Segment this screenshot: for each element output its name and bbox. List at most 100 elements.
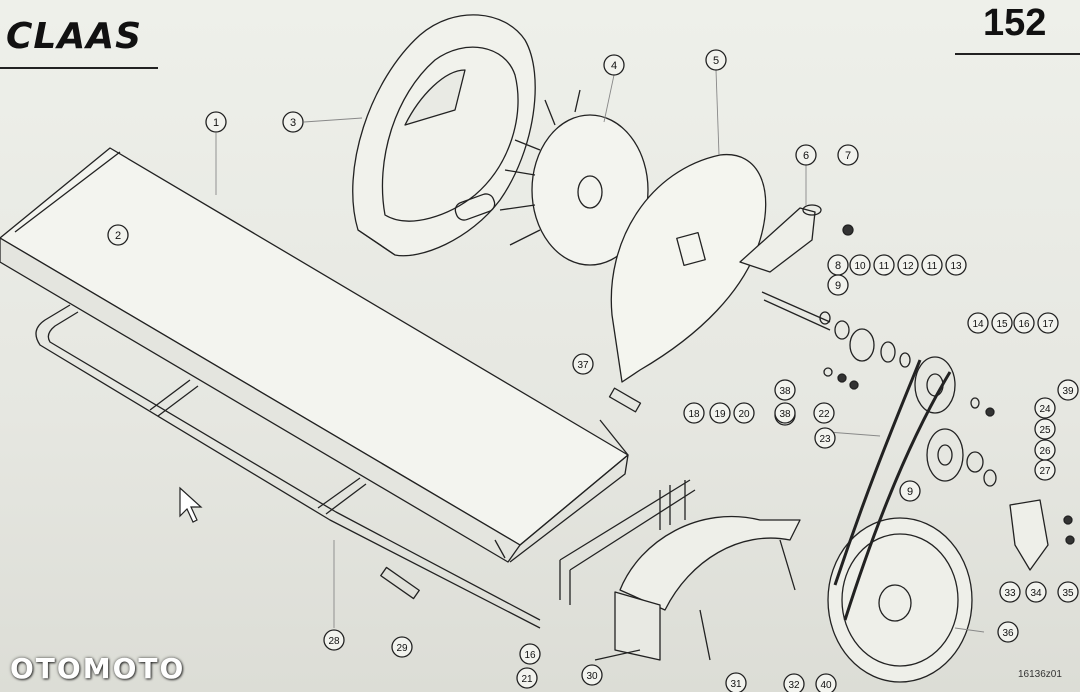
callout-circle	[1034, 397, 1056, 419]
callout-circle	[282, 111, 304, 133]
callout-16: 16	[519, 643, 541, 665]
watermark: OTOMOTO	[10, 652, 186, 685]
callout-circle	[783, 673, 805, 692]
callout-circle	[991, 312, 1013, 334]
callout-label: 35	[1062, 588, 1074, 599]
callout-circle	[1013, 312, 1035, 334]
callout-label: 21	[521, 674, 533, 685]
callout-circle	[849, 254, 871, 276]
pulley-drive	[827, 356, 1075, 683]
callout-circle	[1025, 581, 1047, 603]
callout-circle	[1034, 459, 1056, 481]
callout-30: 30	[581, 664, 603, 686]
callout-31: 31	[725, 672, 747, 692]
callout-label: 26	[1039, 446, 1051, 457]
callout-label: 9	[835, 280, 841, 292]
callout-circle	[827, 274, 849, 296]
callout-29: 29	[391, 636, 413, 658]
brand-logo: CLAAS	[6, 16, 143, 57]
callout-16: 16	[1013, 312, 1035, 334]
callout-label: 9	[907, 486, 913, 498]
callout-3: 3	[282, 111, 304, 133]
callout-label: 37	[577, 360, 589, 371]
callout-circle	[581, 664, 603, 686]
callout-circle	[205, 111, 227, 133]
callout-label: 34	[1030, 588, 1042, 599]
callout-19: 19	[709, 402, 731, 424]
fan-housing	[352, 14, 536, 257]
callout-label: 20	[738, 409, 750, 420]
callout-label: 16	[1018, 319, 1030, 330]
callout-circle	[725, 672, 747, 692]
callout-circle	[683, 402, 705, 424]
callout-23: 23	[814, 427, 836, 449]
callout-15: 15	[991, 312, 1013, 334]
callout-18: 18	[683, 402, 705, 424]
callout-label: 39	[1062, 386, 1074, 397]
callout-label: 38	[779, 409, 791, 420]
callout-circle	[733, 402, 755, 424]
callout-circle	[1037, 312, 1059, 334]
callout-4: 4	[603, 54, 625, 76]
callout-label: 16	[524, 650, 536, 661]
callout-circle	[391, 636, 413, 658]
callout-38: 38	[774, 402, 796, 424]
callout-label: 19	[714, 409, 726, 420]
callout-circle	[603, 54, 625, 76]
callout-38: 38	[774, 379, 796, 401]
callout-label: 24	[1039, 404, 1051, 415]
callout-circle	[1057, 581, 1079, 603]
callout-circle	[813, 402, 835, 424]
callout-label: 1	[213, 117, 219, 129]
callout-label: 11	[927, 261, 938, 272]
callout-27: 27	[1034, 459, 1056, 481]
callout-circle	[1057, 379, 1079, 401]
callout-label: 30	[586, 671, 598, 682]
callout-label: 13	[950, 261, 962, 272]
callout-label: 25	[1039, 425, 1051, 436]
callout-circle	[945, 254, 967, 276]
callout-8: 8	[827, 254, 849, 276]
shaft-assembly	[739, 204, 911, 390]
callout-33: 33	[999, 581, 1021, 603]
callout-28: 28	[323, 629, 345, 651]
callout-circle	[705, 49, 727, 71]
callout-2: 2	[107, 224, 129, 246]
callout-circle	[899, 480, 921, 502]
callout-label: 31	[730, 679, 742, 690]
callout-24: 24	[1034, 397, 1056, 419]
callout-label: 32	[788, 680, 800, 691]
callout-circle	[897, 254, 919, 276]
callout-37: 37	[572, 353, 594, 375]
callout-1: 1	[205, 111, 227, 133]
callout-circle	[516, 667, 538, 689]
support-frame	[35, 304, 541, 629]
callout-label: 17	[1042, 319, 1054, 330]
callout-label: 23	[819, 434, 831, 445]
callout-17: 17	[1037, 312, 1059, 334]
callout-label: 14	[972, 319, 984, 330]
callout-label: 3	[290, 117, 296, 129]
callout-circle	[873, 254, 895, 276]
callout-label: 8	[835, 260, 841, 272]
callout-35: 35	[1057, 581, 1079, 603]
back-plate	[610, 154, 767, 383]
callout-25: 25	[1034, 418, 1056, 440]
callout-36: 36	[997, 621, 1019, 643]
callout-label: 6	[803, 150, 809, 162]
callout-11: 11	[921, 254, 943, 276]
callout-circle	[921, 254, 943, 276]
callout-circle	[709, 402, 731, 424]
callout-label: 7	[845, 150, 851, 162]
callout-9: 9	[899, 480, 921, 502]
callout-label: 18	[688, 409, 700, 420]
callout-circle	[997, 621, 1019, 643]
callout-5: 5	[705, 49, 727, 71]
callout-circle	[999, 581, 1021, 603]
callout-label: 11	[879, 261, 890, 272]
callout-label: 38	[779, 386, 791, 397]
callout-circle	[774, 379, 796, 401]
callout-10: 10	[849, 254, 871, 276]
callout-9: 9	[827, 274, 849, 296]
